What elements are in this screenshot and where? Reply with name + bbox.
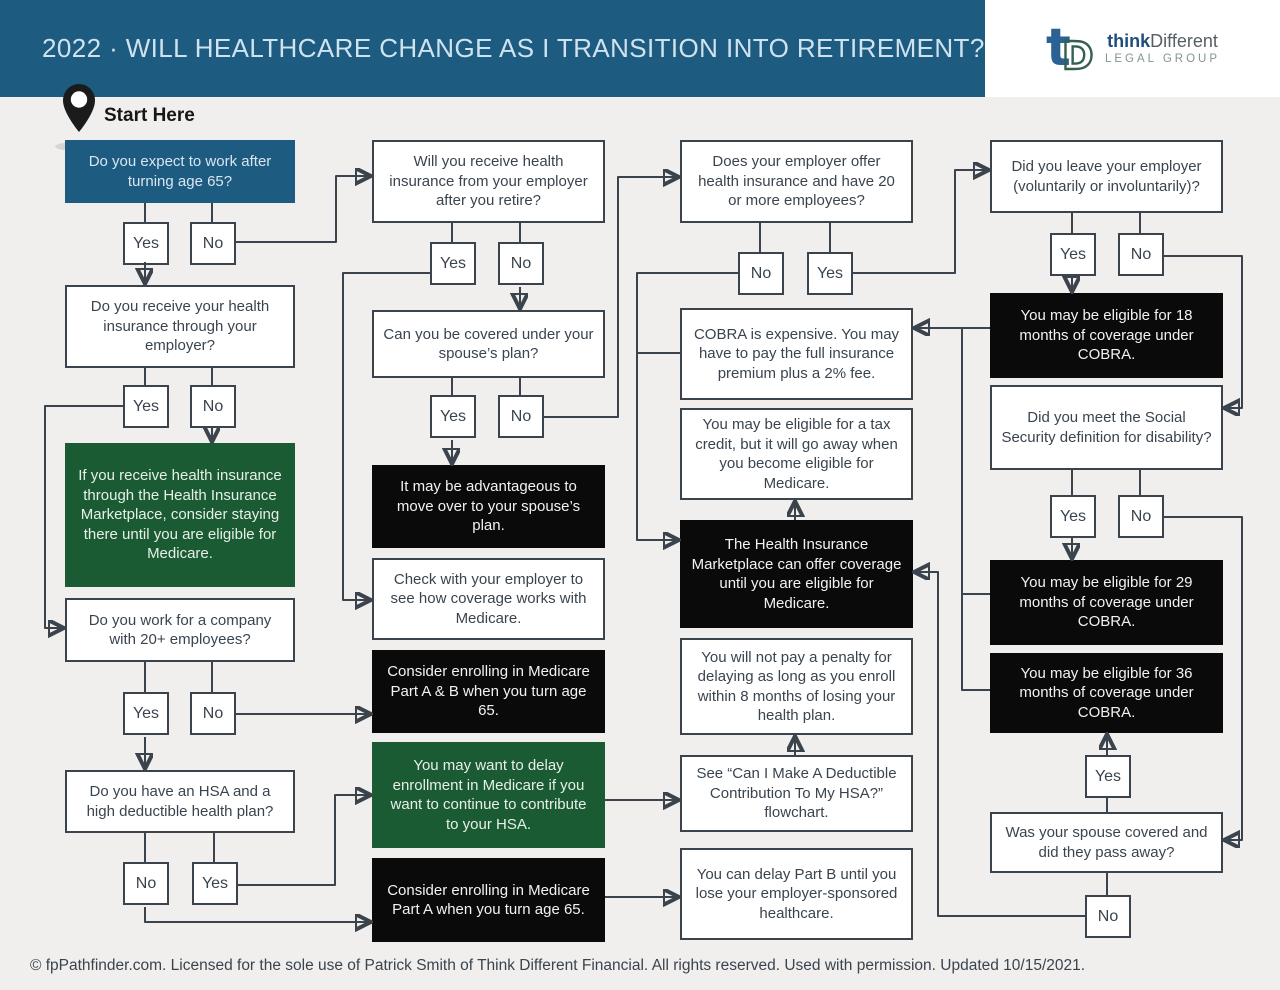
choice-leave-employer-yes: Yes <box>1050 233 1096 276</box>
choice-employer-20plus-no: No <box>738 252 784 295</box>
choice-hsa-yes: Yes <box>192 862 238 905</box>
node-q-spouse-covered-passed: Was your spouse covered and did they pas… <box>990 812 1223 873</box>
footer-license: © fpPathfinder.com. Licensed for the sol… <box>30 957 1086 974</box>
node-info-tax-credit: You may be eligible for a tax credit, bu… <box>680 408 913 500</box>
node-info-marketplace-stay: If you receive health insurance through … <box>65 443 295 587</box>
choice-employer-20plus-yes: Yes <box>807 252 853 295</box>
node-info-delay-part-b: You can delay Part B until you lose your… <box>680 848 913 940</box>
choice-spouse-plan-yes: Yes <box>430 395 476 438</box>
page-title: 2022 · WILL HEALTHCARE CHANGE AS I TRANS… <box>42 33 985 63</box>
choice-disability-no: No <box>1118 495 1164 538</box>
node-q-hsa-high-deductible: Do you have an HSA and a high deductible… <box>65 770 295 833</box>
choice-retire-insurance-no: No <box>498 242 544 285</box>
brand-name-regular: Different <box>1150 30 1218 51</box>
brand-name-bold: think <box>1107 30 1151 51</box>
svg-text:D: D <box>1062 34 1094 78</box>
node-info-delay-medicare-hsa: You may want to delay enrollment in Medi… <box>372 742 605 848</box>
node-q-company-20-plus-employees: Do you work for a company with 20+ emplo… <box>65 598 295 662</box>
choice-expect-work-no: No <box>190 222 236 265</box>
brand-tagline: LEGAL GROUP <box>1104 53 1221 66</box>
start-here-label: Start Here <box>104 105 195 126</box>
connector-line <box>144 907 369 922</box>
node-q-expect-work-after-65: Do you expect to work after turning age … <box>65 140 295 203</box>
node-info-marketplace-coverage: The Health Insurance Marketplace can off… <box>680 520 913 628</box>
node-q-employer-insurance-after-retire: Will you receive health insurance from y… <box>372 140 605 223</box>
node-q-leave-employer: Did you leave your employer (voluntarily… <box>990 140 1223 213</box>
node-info-enroll-part-a-65: Consider enrolling in Medicare Part A wh… <box>372 858 605 942</box>
node-q-ss-disability: Did you meet the Social Security definit… <box>990 385 1223 470</box>
connector-line <box>961 329 990 595</box>
node-info-check-employer-medicare: Check with your employer to see how cove… <box>372 558 605 640</box>
choice-spouse-passed-no: No <box>1085 895 1131 938</box>
map-pin-icon <box>63 84 95 132</box>
choice-spouse-passed-yes: Yes <box>1085 755 1131 798</box>
brand-monogram-icon: t D <box>1046 20 1095 78</box>
start-pin <box>55 82 101 151</box>
choice-retire-insurance-yes: Yes <box>430 242 476 285</box>
choice-disability-yes: Yes <box>1050 495 1096 538</box>
svg-text:t: t <box>1046 20 1071 78</box>
connector-line <box>961 594 990 691</box>
choice-company-20plus-no: No <box>190 692 236 735</box>
brand-text: thinkDifferent LEGAL GROUP <box>1105 31 1220 67</box>
header-banner: 2022 · WILL HEALTHCARE CHANGE AS I TRANS… <box>0 0 985 97</box>
choice-employer-insurance-no: No <box>190 385 236 428</box>
node-info-cobra-expensive: COBRA is expensive. You may have to pay … <box>680 308 913 400</box>
node-info-cobra-36-months: You may be eligible for 36 months of cov… <box>990 653 1223 733</box>
choice-hsa-no: No <box>123 862 169 905</box>
node-info-cobra-18-months: You may be eligible for 18 months of cov… <box>990 293 1223 378</box>
node-q-employer-20-or-more: Does your employer offer health insuranc… <box>680 140 913 223</box>
node-info-move-to-spouse-plan: It may be advantageous to move over to y… <box>372 465 605 548</box>
choice-leave-employer-no: No <box>1118 233 1164 276</box>
choice-expect-work-yes: Yes <box>123 222 169 265</box>
node-info-no-penalty-8-months: You will not pay a penalty for delaying … <box>680 638 913 735</box>
node-info-cobra-29-months: You may be eligible for 29 months of cov… <box>990 560 1223 645</box>
node-q-insurance-through-employer: Do you receive your health insurance thr… <box>65 285 295 368</box>
choice-spouse-plan-no: No <box>498 395 544 438</box>
node-info-see-hsa-flowchart: See “Can I Make A Deductible Contributio… <box>680 755 913 832</box>
choice-employer-insurance-yes: Yes <box>123 385 169 428</box>
node-info-enroll-part-a-b-65: Consider enrolling in Medicare Part A & … <box>372 650 605 733</box>
brand-logo: t D thinkDifferent LEGAL GROUP <box>985 0 1280 97</box>
choice-company-20plus-yes: Yes <box>123 692 169 735</box>
node-q-covered-under-spouse-plan: Can you be covered under your spouse’s p… <box>372 310 605 378</box>
